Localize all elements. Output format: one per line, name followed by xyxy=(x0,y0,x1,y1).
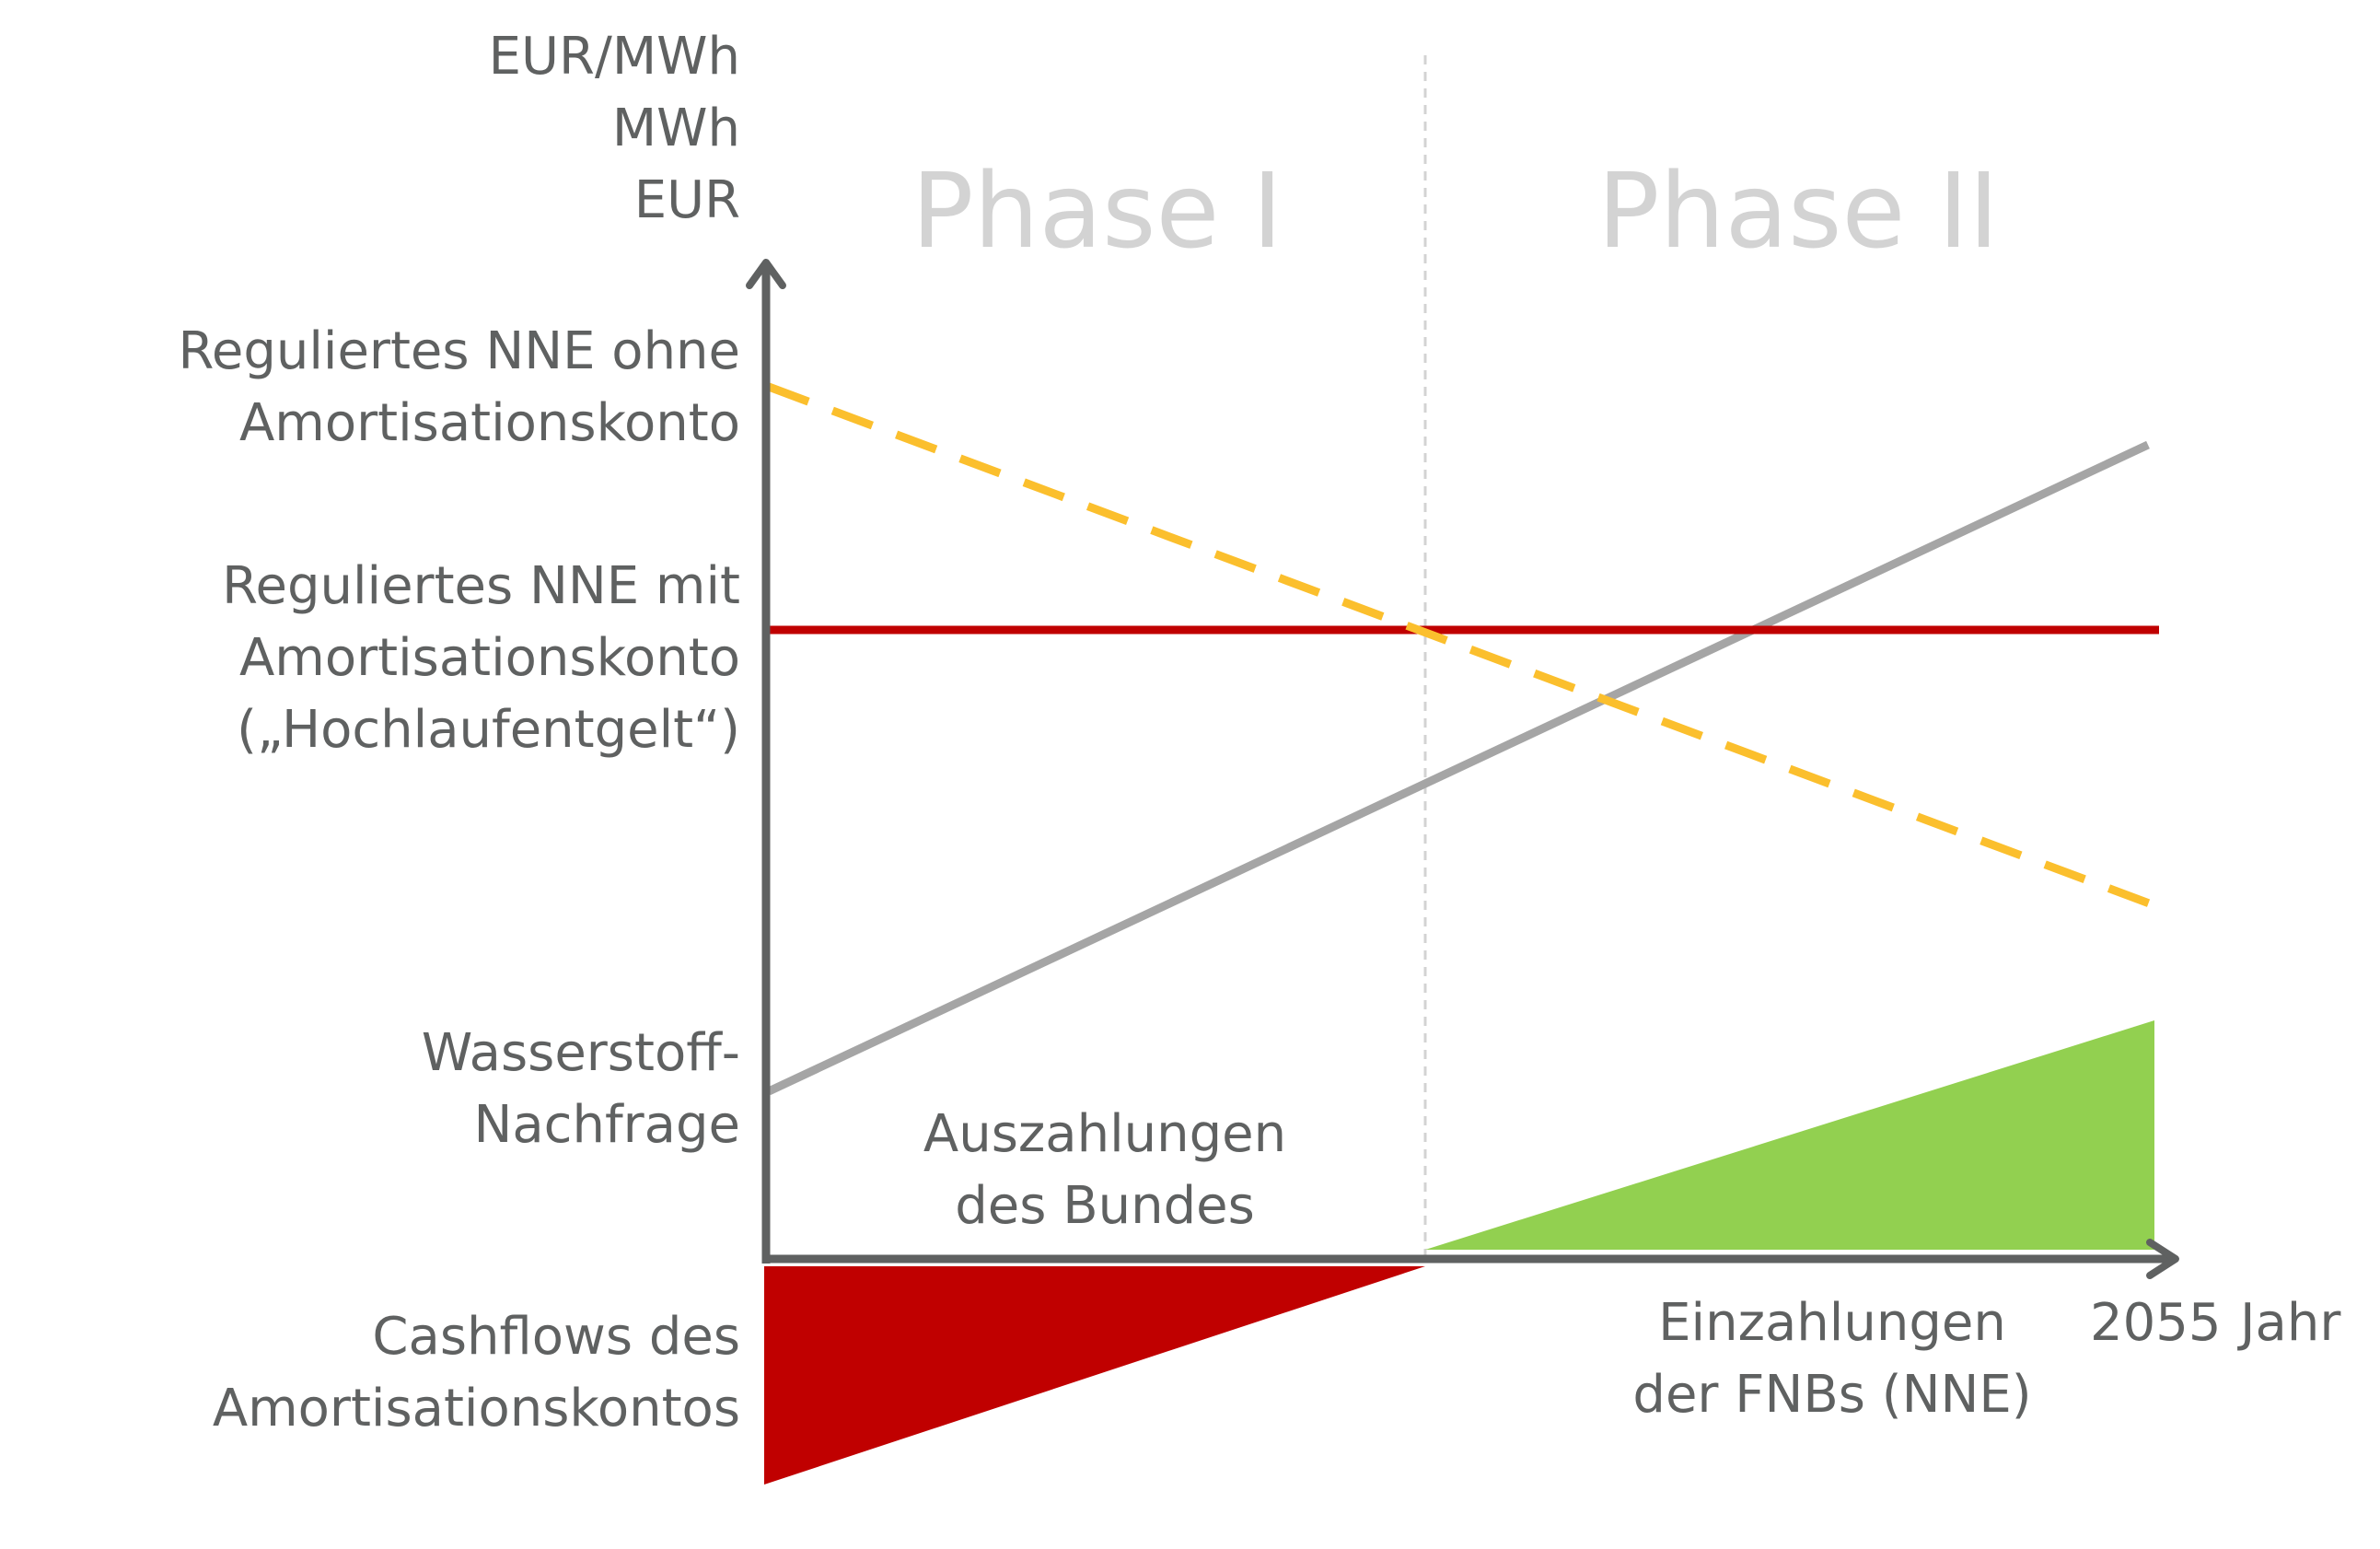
phase-1-label: Phase I xyxy=(911,152,1283,272)
label-auszahlungen-line1: Auszahlungen xyxy=(923,1104,1287,1164)
x-axis-label: Jahr xyxy=(2240,1293,2341,1353)
y-unit-eur-mwh: EUR/MWh xyxy=(488,27,740,87)
label-einzahlungen-line2: der FNBs (NNE) xyxy=(1632,1365,2032,1425)
label-nne-mit-line2: Amortisationskonto xyxy=(238,628,740,688)
phase-2-label: Phase II xyxy=(1597,152,2000,272)
label-cashflows-line1: Cashflows des xyxy=(372,1307,740,1367)
auszahlungen-area xyxy=(764,1266,1425,1485)
x-end-year: 2055 xyxy=(2090,1293,2222,1353)
label-nne-ohne-line2: Amortisationskonto xyxy=(238,393,740,453)
label-nachfrage-line2: Nachfrage xyxy=(473,1095,740,1155)
label-cashflows-line2: Amortisationskontos xyxy=(212,1379,740,1438)
label-nachfrage-line1: Wasserstoff- xyxy=(421,1023,740,1083)
nne-ohne-line xyxy=(767,382,2161,912)
y-unit-mwh: MWh xyxy=(611,99,740,158)
label-auszahlungen-line2: des Bundes xyxy=(955,1176,1255,1236)
y-unit-eur: EUR xyxy=(633,170,740,230)
nachfrage-line xyxy=(767,440,2150,1096)
x-axis-arrow xyxy=(2146,1239,2179,1279)
y-axis-arrow xyxy=(746,259,786,289)
label-nne-mit-line3: („Hochlaufentgelt“) xyxy=(237,700,740,760)
label-nne-mit-line1: Reguliertes NNE mit xyxy=(222,556,740,616)
label-einzahlungen-line1: Einzahlungen xyxy=(1658,1293,2006,1353)
label-nne-ohne-line1: Reguliertes NNE ohne xyxy=(178,321,740,381)
einzahlungen-area xyxy=(1425,1020,2154,1250)
